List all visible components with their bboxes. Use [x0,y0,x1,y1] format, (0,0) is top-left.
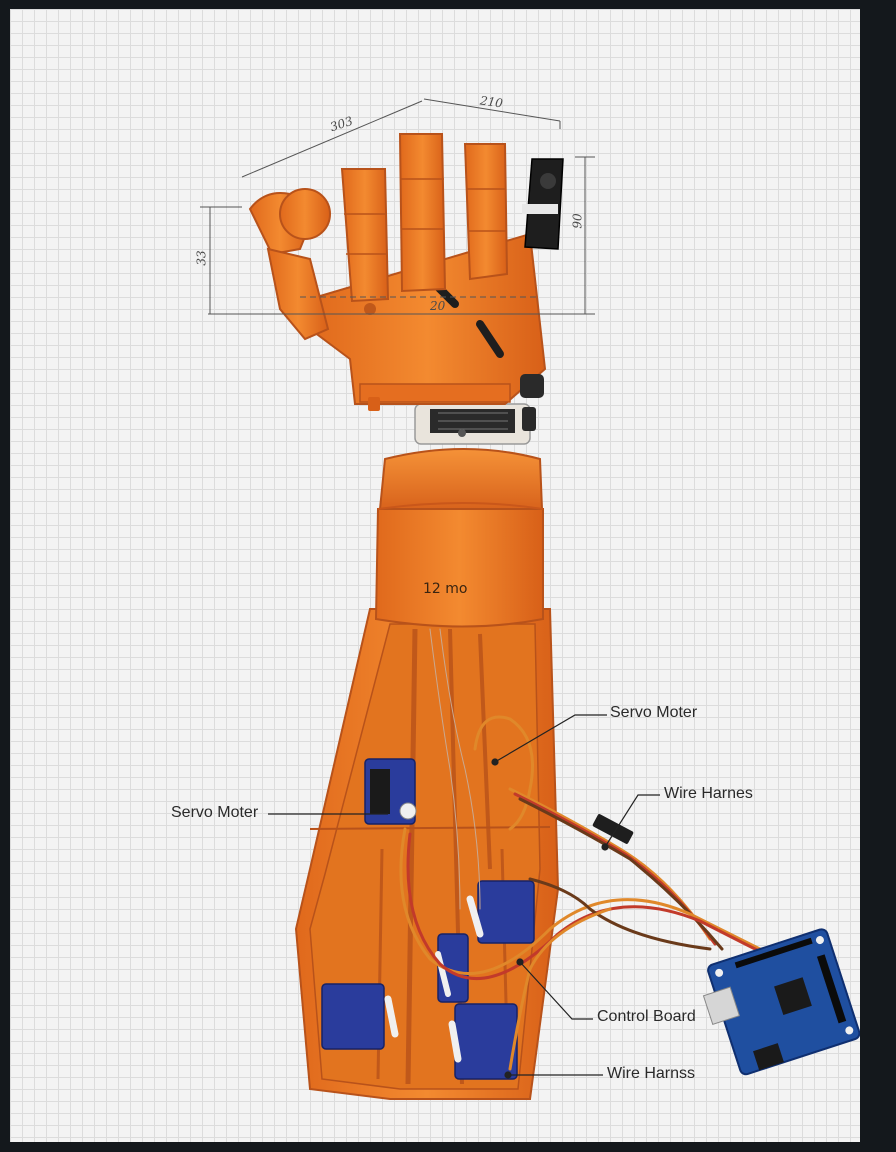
servo-motor [435,933,469,1003]
callout-servo-motor-left: Servo Moter [171,804,259,821]
callout-servo-motor-right: Servo Moter [610,704,698,721]
control-board [702,928,860,1076]
dimension-palm: 20 [430,299,446,313]
callout-wire-harness-bottom: Wire Harnss [607,1065,696,1082]
callout-leaders [268,714,660,1079]
servo-motor [466,880,535,944]
hand [248,133,564,411]
wire-harness [399,628,777,1071]
callout-wire-harness-top: Wire Harnes [664,785,753,802]
wrist-joint [414,403,536,445]
callout-control-board: Control Board [597,1008,696,1025]
servo-motor [448,1003,518,1080]
servo-motor-upper [364,758,417,825]
dimension-left: 33 [194,250,209,266]
forearm-marking: 12 mo [423,581,468,597]
prosthetic-arm-render [200,98,860,1100]
dimension-top-right: 210 [479,93,504,111]
wrist-cuff [374,448,544,628]
dimension-right: 90 [570,213,585,229]
servo-motor [321,983,399,1050]
diagram-canvas: Servo Moter Servo Moter Wire Harnes Cont… [10,9,860,1142]
wire-connector [592,814,634,844]
dimension-lines [200,98,595,315]
